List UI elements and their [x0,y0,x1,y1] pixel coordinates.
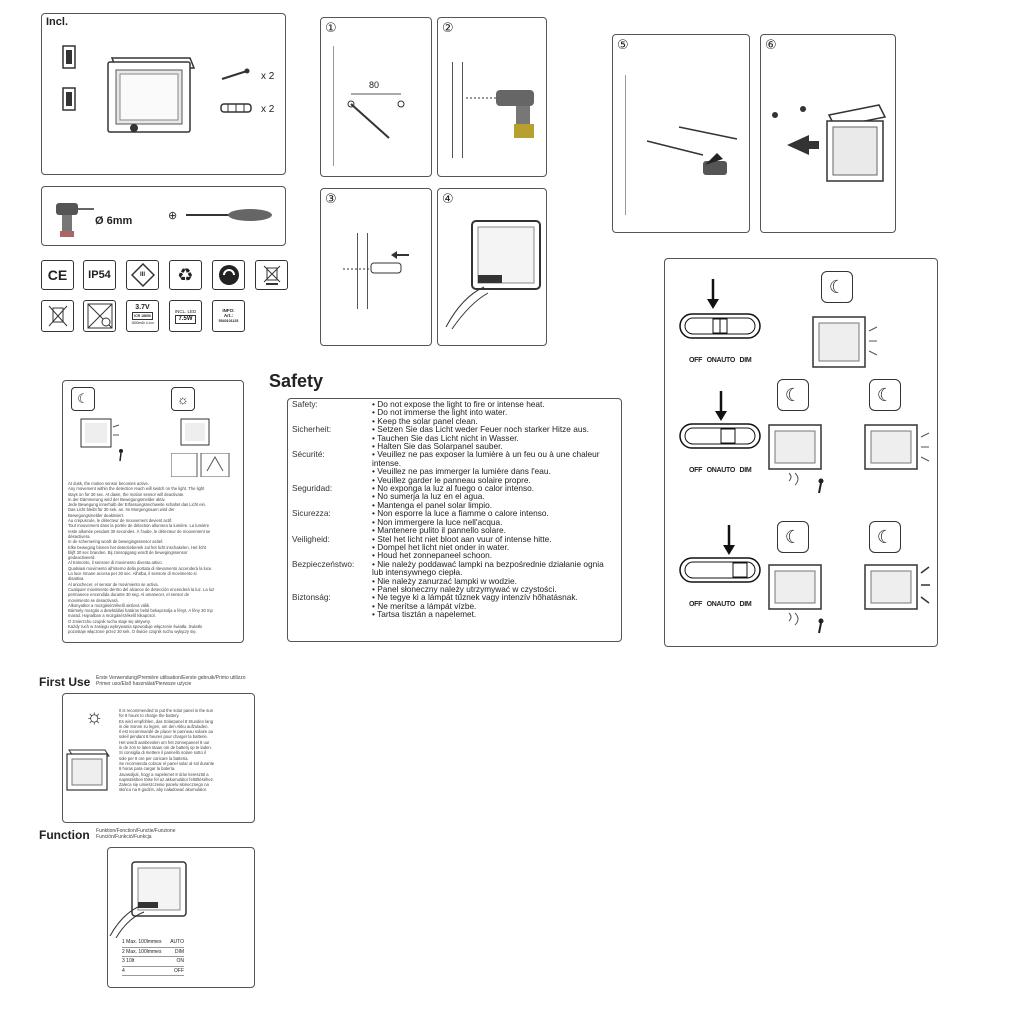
step-1-panel: ① 80 [320,17,432,177]
step-1-number: ① [325,20,337,35]
step-4-panel: ④ [437,188,547,346]
first-use-heading: First Use [39,675,91,689]
green-dot-icon [212,260,245,290]
mode-switch-2 [679,423,761,449]
step-6-number: ⑥ [765,37,777,52]
anchors-quantity: x 2 [261,104,275,115]
ip-rating: IP54 [83,260,116,290]
recycle-icon: ♻ [169,260,202,290]
sun-icon: ☼ [85,706,104,728]
light-off-cube-icon [812,316,878,368]
step-2-number: ② [442,20,454,35]
safety-row-es: Seguridad: No exponga la luz al fuego o … [292,484,617,510]
function-panel [107,847,255,988]
no-disposal-icon [83,300,116,332]
phillips-symbol: ⊕ [168,210,178,222]
night-mode-icon-2: ☾ [777,379,809,411]
switch-arrow-on-icon [715,391,727,421]
safety-panel: Safety: Do not expose the light to fire … [287,398,622,642]
daytime-cube-icon [180,418,210,446]
manual-booklet-icon [62,45,76,111]
light-dim-cube-icon [864,424,930,470]
mount-screws-icon [646,126,738,175]
first-use-text: It is recommended to put the solar panel… [119,708,215,793]
safety-heading: Safety [269,371,324,391]
first-use-panel: ☼ It is recommended to put the solar pan… [62,693,255,823]
mode-labels-2: OFF ONAUTO DIM [689,467,752,474]
function-subtitle: Funktion/Fonction/Functie/Funzione Funci… [96,828,176,840]
function-heading: Function [39,828,90,842]
step-5-panel: ⑤ [612,34,750,233]
tools-panel: Ø 6mm ⊕ [41,186,286,246]
class-three-icon: III [126,260,159,290]
mode-labels-3: OFF ONAUTO DIM [689,601,752,608]
step-2-panel: ② [437,17,547,177]
mode-switch-3 [679,557,761,583]
night-mode-icon-5: ☾ [869,521,901,553]
first-use-subtitle: Erste Verwendung/Première utilisation/Ee… [96,675,246,687]
day-mode-icon: ☼ [171,387,195,411]
switch-arrow-auto-icon [723,525,735,555]
safety-row-it: Sicurezza: Non esporre la luce a fiamme … [292,509,617,535]
light-bright-cube-icon [864,564,930,610]
weee-bin-icon [255,260,288,290]
weee-crossed-bin-icon [41,300,74,332]
safety-row-nl: Veiligheid: Stel het licht niet bloot aa… [292,534,617,560]
night-mode-icon-6: ☾ [71,387,95,411]
power-drill-icon [466,90,534,138]
switch-access-icon [445,220,541,330]
step-3-panel: ③ [320,188,432,346]
safety-row-hu: Biztonság: Ne tegye ki a lámpát tűznek v… [292,593,617,619]
mode-switch-1 [679,313,761,339]
drill-bit-size: Ø 6mm [95,215,133,227]
screws-quantity: x 2 [261,71,275,82]
step-5-number: ⑤ [617,37,629,52]
modes-panel: OFF ONAUTO DIM ☾ OFF ONAUTO DIM ☾ ☾ OFF … [664,258,938,647]
wall-anchor-icon [220,103,252,113]
ce-mark: CE [41,260,74,290]
sensor-description: At dusk, the motion sensor becomes activ… [68,481,215,635]
safety-row-de: Sicherheit: Setzen Sie das Licht weder F… [292,425,617,451]
motion-trigger-cube-icon [768,424,824,494]
sensor-active-cube-icon [80,418,123,462]
mode-labels-1: OFF ONAUTO DIM [689,357,752,364]
insert-anchor-icon [343,251,409,274]
step-6-panel: ⑥ [760,34,896,233]
switch-arrow-off-icon [707,279,719,309]
info-article-label: INFO: Art.: 5540101125 [212,300,245,332]
drill-icon [56,203,94,237]
step-3-number: ③ [325,191,337,206]
included-title: Incl. [46,16,69,28]
detection-angle-icon [171,453,230,477]
hole-distance: 80 [369,80,380,90]
charging-cube-icon [66,749,110,791]
safety-row-pl: Bezpieczeństwo: Nie należy poddawać lamp… [292,560,617,594]
led-spec-label: INCL. LED 7.5W [169,300,202,332]
safety-row-en: Safety: Do not expose the light to fire … [292,400,617,426]
hang-light-icon [772,104,887,182]
night-mode-icon-4: ☾ [777,521,809,553]
night-mode-icon: ☾ [821,271,853,303]
step-4-number: ④ [442,191,454,206]
solar-light-cube-icon [107,57,196,133]
included-parts-panel: Incl. x 2 x 2 [41,13,286,175]
motion-full-cube-icon [768,564,824,634]
marking-pencil-icon [347,93,405,139]
safety-row-fr: Sécurité: Veuillez ne pas exposer la lum… [292,450,617,484]
battery-spec-label: 3.7V ICR 18650 1800mAh Li-ion [126,300,159,332]
screw-icon [221,68,250,80]
night-mode-icon-3: ☾ [869,379,901,411]
screwdriver-icon [186,209,272,221]
sensor-info-panel: ☾ ☼ At dusk, the motion sensor becomes a… [62,380,244,643]
switch-press-icon [109,861,187,938]
